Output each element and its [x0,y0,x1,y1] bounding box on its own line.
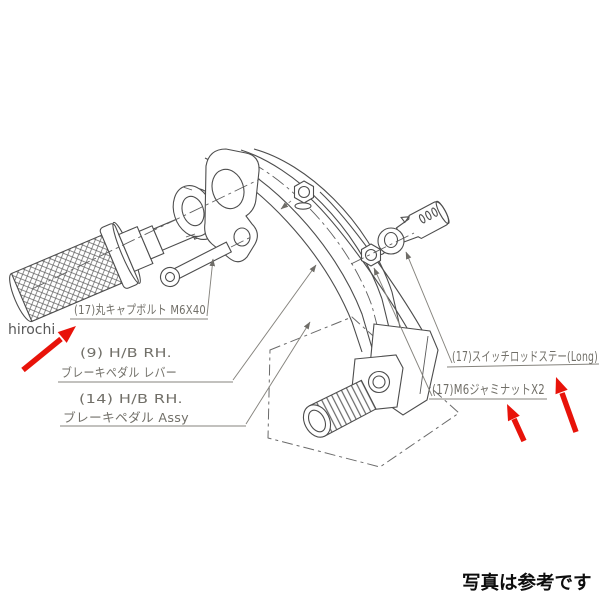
red-arrow-switch-rod-stay [555,377,579,433]
pivot-boss [204,148,260,263]
cap-bolt [159,241,233,288]
pivot-hole [211,168,245,210]
caption-text: 写真は参考です [462,572,592,594]
watermark-text: hirochi [8,322,55,338]
leader-cap-bolt [206,258,216,317]
label-pedal-assy-line2: ブレーキペダル Assy [63,410,189,425]
red-arrow-jam-nut [507,404,527,443]
leader-upper-nut [280,200,292,210]
pedal-boss [367,370,391,394]
phantom-outline [267,316,460,468]
centerlines [31,178,415,290]
label-switch-rod-stay: (17)スイッチロッドステー(Long) [452,350,598,365]
label-jam-nut: (17)M6ジャミナットX2 [432,383,545,398]
label-pedal-lever-line2: ブレーキペダル レバー [61,365,177,380]
leader-pedal-lever [232,264,317,381]
leader-lines [206,200,453,425]
bolt-socket [164,271,176,283]
leader-pedal-assy [245,321,311,425]
bolt-head [159,266,181,288]
washer-upper [294,202,312,210]
label-cap-bolt: (17)丸キャプボルト M6X40 [74,302,206,317]
label-pedal-assy-line1: (14) H/B RH. [79,391,183,406]
label-pedal-lever-line1: (9) H/B RH. [80,345,172,360]
part-labels: (17)丸キャプボルト M6X40 (9) H/B RH. ブレーキペダル レバ… [58,302,600,427]
toe-peg [302,379,377,438]
leader-jam-nut [373,267,433,397]
hex-nut-upper [293,180,315,210]
red-arrow-footpeg [21,326,76,373]
bolt-hole [233,227,251,247]
switch-rod-stay-clevis [377,200,450,255]
leader-switch-rod-stay [405,251,453,364]
